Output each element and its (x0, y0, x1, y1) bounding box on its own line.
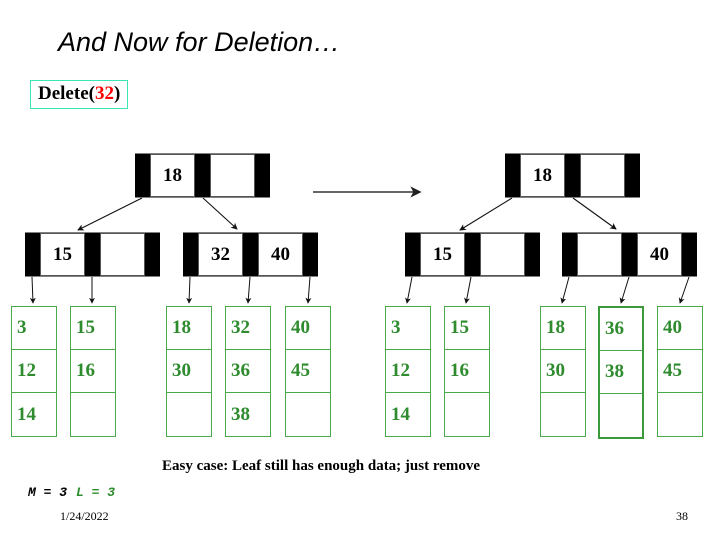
leaf-cell: 38 (600, 351, 642, 394)
leaf-cell: 45 (286, 350, 330, 393)
leaf-cell: 15 (445, 307, 489, 350)
before-root-node: 18 (135, 153, 270, 198)
pointer-block (562, 233, 577, 276)
leaf-cell (71, 393, 115, 436)
parameter-legend: M = 3 L = 3 (28, 485, 115, 500)
after-internal-node-left: 15 (405, 232, 540, 277)
pointer-block (622, 233, 637, 276)
leaf-cell: 40 (658, 307, 702, 350)
leaf-cell: 32 (226, 307, 270, 350)
pointer-block (135, 154, 150, 197)
leaf-cell: 14 (17, 403, 36, 425)
after-internal-right-edges (560, 276, 690, 304)
leaf-cell: 36 (226, 350, 270, 393)
node-key-cell: 40 (637, 233, 682, 276)
node-key-cell: 18 (520, 154, 565, 197)
delete-callout-value: 32 (94, 83, 114, 104)
caption-text: Easy case: Leaf still has enough data; j… (162, 458, 481, 474)
page-title: And Now for Deletion… (58, 27, 341, 57)
leaf-cell: 15 (71, 307, 115, 350)
pointer-block (255, 154, 270, 197)
pointer-block (505, 154, 520, 197)
pointer-block (183, 233, 198, 276)
pointer-block (465, 233, 480, 276)
pointer-block (405, 233, 420, 276)
leaf-cell: 3 (12, 307, 56, 350)
before-internal-left-edges (29, 276, 95, 304)
pointer-block (682, 233, 697, 276)
footer-page-number: 38 (676, 509, 688, 523)
leaf-cell: 3 (386, 307, 430, 350)
before-leaf-4: 32 36 38 (225, 306, 271, 437)
pointer-block (625, 154, 640, 197)
node-key-cell: 32 (198, 233, 243, 276)
leaf-cell: 38 (231, 403, 250, 425)
leaf-cell (658, 393, 702, 436)
pointer-block (85, 233, 100, 276)
legend-m: M = 3 (28, 485, 68, 500)
pointer-block (525, 233, 540, 276)
footer-date: 1/24/2022 (60, 509, 109, 523)
node-key-cell (210, 154, 255, 197)
node-key-cell (580, 154, 625, 197)
node-key-cell (577, 233, 622, 276)
leaf-cell: 36 (600, 308, 642, 351)
legend-l: L = 3 (76, 485, 116, 500)
leaf-cell: 30 (167, 350, 211, 393)
before-internal-right-edges (186, 276, 312, 304)
node-key-cell: 40 (258, 233, 303, 276)
pointer-block (25, 233, 40, 276)
after-leaf-1: 3 12 14 (385, 306, 431, 437)
delete-callout-prefix: Delete( (38, 83, 95, 104)
leaf-cell: 30 (541, 350, 585, 393)
leaf-cell: 45 (658, 350, 702, 393)
after-leaf-4: 36 38 (598, 306, 644, 439)
leaf-cell (541, 393, 585, 436)
node-key-cell (100, 233, 145, 276)
after-leaf-5: 40 45 (657, 306, 703, 437)
leaf-cell (286, 393, 330, 436)
pointer-block (303, 233, 318, 276)
before-leaf-1: 3 12 14 (11, 306, 57, 437)
after-root-node: 18 (505, 153, 640, 198)
leaf-cell (445, 393, 489, 436)
leaf-cell: 16 (445, 350, 489, 393)
leaf-cell: 12 (386, 350, 430, 393)
after-internal-left-edges (405, 276, 472, 304)
node-key-cell: 15 (420, 233, 465, 276)
pointer-block (195, 154, 210, 197)
pointer-block (145, 233, 160, 276)
leaf-cell: 16 (71, 350, 115, 393)
leaf-cell (167, 393, 211, 436)
pointer-block (565, 154, 580, 197)
leaf-cell: 12 (12, 350, 56, 393)
after-internal-node-right: 40 (562, 232, 697, 277)
before-internal-node-left: 15 (25, 232, 160, 277)
leaf-cell: 14 (391, 403, 410, 425)
before-leaf-5: 40 45 (285, 306, 331, 437)
leaf-cell: 18 (541, 307, 585, 350)
delete-operation-callout: Delete(32) (30, 80, 129, 109)
before-leaf-3: 18 30 (166, 306, 212, 437)
before-internal-node-right: 32 40 (183, 232, 318, 277)
node-key-cell (480, 233, 525, 276)
leaf-cell (600, 394, 642, 437)
after-leaf-3: 18 30 (540, 306, 586, 437)
node-key-cell: 18 (150, 154, 195, 197)
leaf-cell: 40 (286, 307, 330, 350)
before-root-edges (77, 197, 238, 231)
leaf-cell: 18 (167, 307, 211, 350)
after-root-edges (459, 197, 617, 231)
before-leaf-2: 15 16 (70, 306, 116, 437)
delete-callout-suffix: ) (113, 83, 121, 104)
node-key-cell: 15 (40, 233, 85, 276)
after-leaf-2: 15 16 (444, 306, 490, 437)
pointer-block (243, 233, 258, 276)
